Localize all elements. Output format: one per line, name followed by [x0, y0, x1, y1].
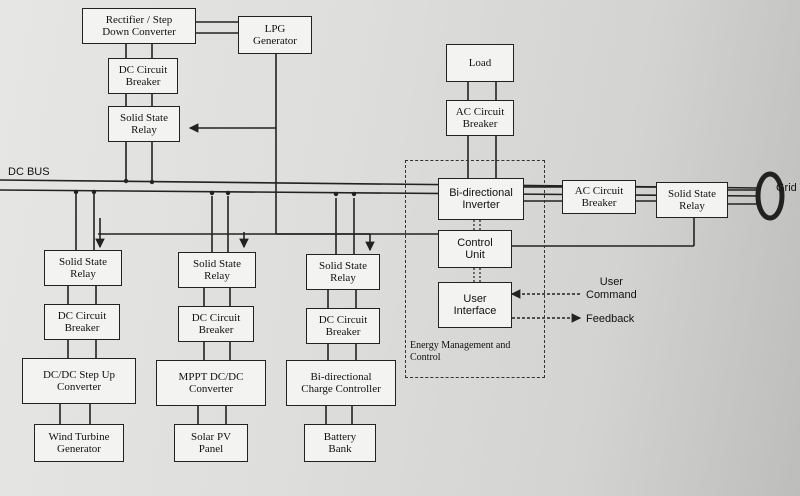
user-command-label: User Command — [586, 276, 637, 301]
ac-circuit-breaker-load: AC Circuit Breaker — [446, 100, 514, 136]
mppt-converter: MPPT DC/DC Converter — [156, 360, 266, 406]
rectifier-block: Rectifier / Step Down Converter — [82, 8, 196, 44]
dc-circuit-breaker-top: DC Circuit Breaker — [108, 58, 178, 94]
solar-pv-panel: Solar PV Panel — [174, 424, 248, 462]
bidirectional-inverter-block: Bi-directional Inverter — [438, 178, 524, 220]
dc-circuit-breaker-1: DC Circuit Breaker — [44, 304, 120, 340]
solid-state-relay-1: Solid State Relay — [44, 250, 122, 286]
charge-controller: Bi-directional Charge Controller — [286, 360, 396, 406]
wind-turbine-generator: Wind Turbine Generator — [34, 424, 124, 462]
load-block: Load — [446, 44, 514, 82]
energy-management-label: Energy Management and Control — [410, 340, 511, 363]
ac-circuit-breaker-grid: AC Circuit Breaker — [562, 180, 636, 214]
feedback-label: Feedback — [586, 313, 635, 325]
dc-circuit-breaker-2: DC Circuit Breaker — [178, 306, 254, 342]
energy-management-boundary — [405, 160, 545, 378]
dc-bus-line-2 — [0, 189, 761, 197]
user-interface-block: User Interface — [438, 282, 512, 328]
dc-circuit-breaker-3: DC Circuit Breaker — [306, 308, 380, 344]
dc-bus-label: DC BUS — [8, 166, 50, 178]
dcdc-step-up-converter: DC/DC Step Up Converter — [22, 358, 136, 404]
control-unit-block: Control Unit — [438, 230, 512, 268]
lpg-generator-block: LPG Generator — [238, 16, 312, 54]
solid-state-relay-grid: Solid State Relay — [656, 182, 728, 218]
grid-symbol — [755, 171, 785, 221]
grid-label: Grid — [776, 182, 797, 194]
solid-state-relay-top: Solid State Relay — [108, 106, 180, 142]
solid-state-relay-2: Solid State Relay — [178, 252, 256, 288]
solid-state-relay-3: Solid State Relay — [306, 254, 380, 290]
battery-bank: Battery Bank — [304, 424, 376, 462]
